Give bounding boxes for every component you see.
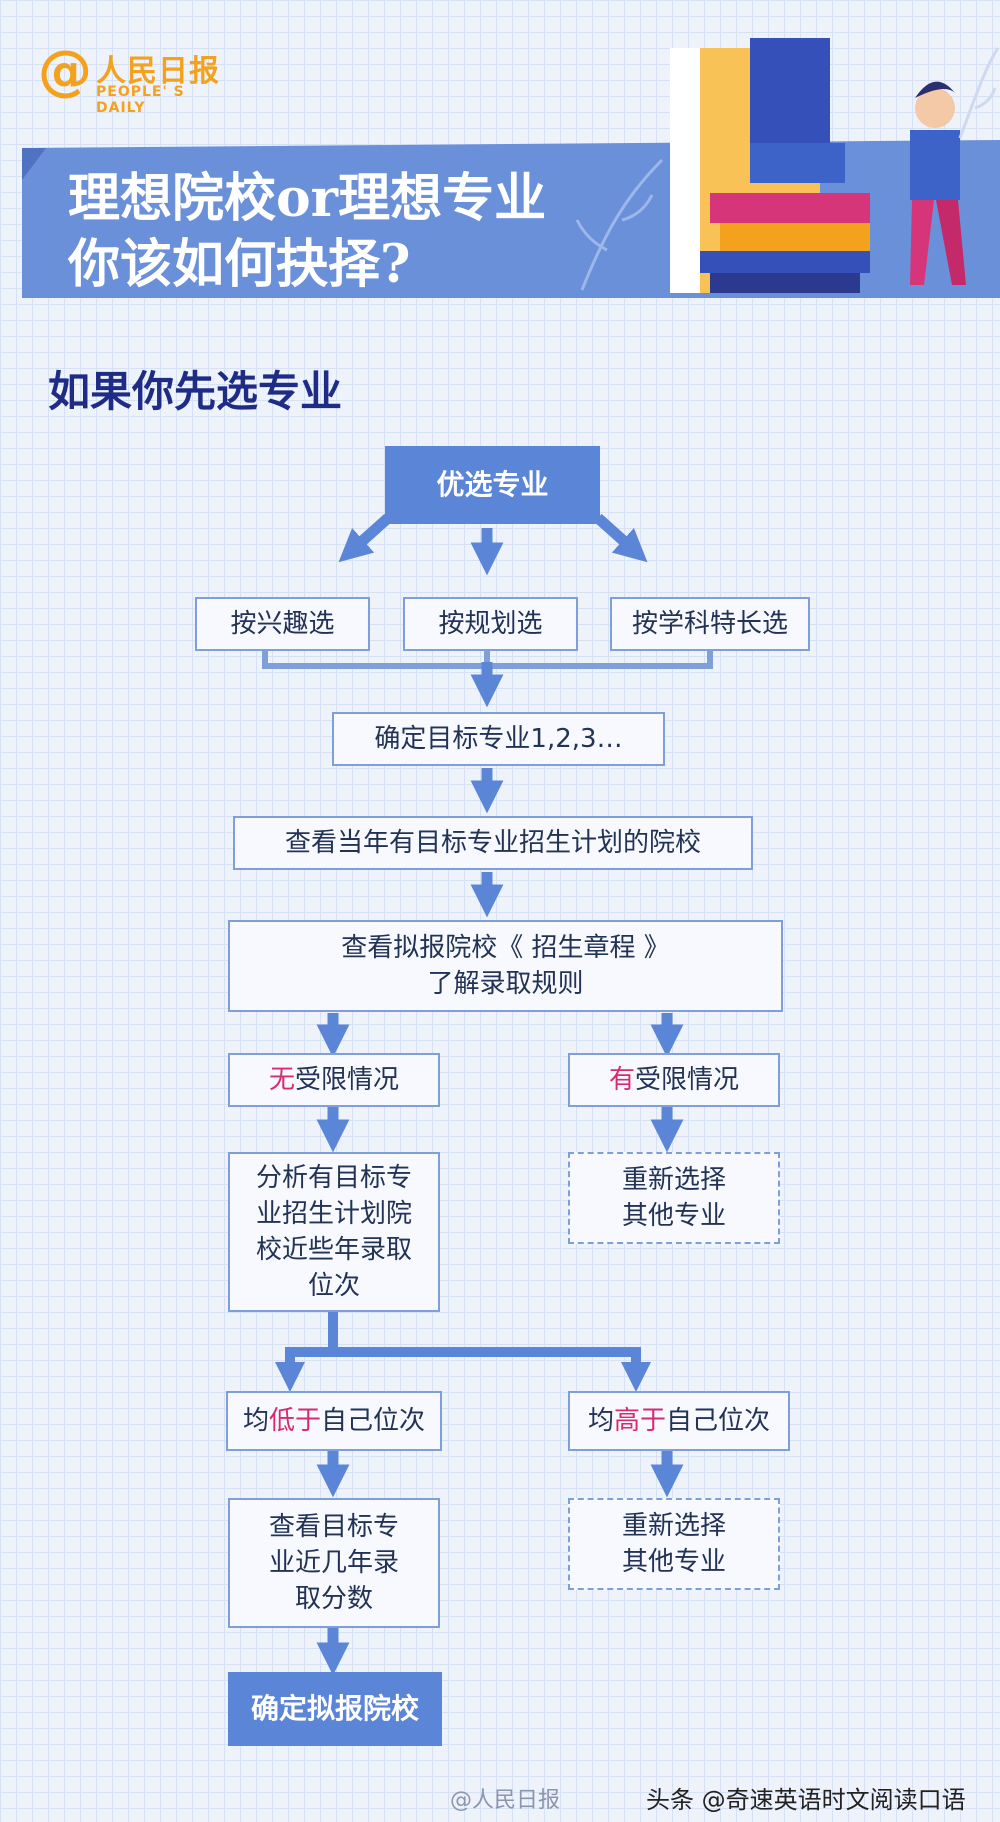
higher-prefix: 均	[587, 1406, 614, 1436]
charter-line-2: 了解录取规则	[427, 969, 584, 999]
scores-line: 业近几年录	[268, 1548, 399, 1578]
main-title-line-2: 你该如何抉择?	[68, 234, 411, 295]
lower-suffix: 自己位次	[321, 1406, 426, 1436]
charter-line-1: 查看拟报院校《 招生章程 》	[341, 933, 670, 963]
final-confirm-schools: 确定拟报院校	[228, 1672, 442, 1746]
reselect-other-major-1: 重新选择 其他专业	[568, 1152, 780, 1244]
books-student-illustration	[670, 38, 1000, 293]
restricted-text: 受限情况	[635, 1065, 740, 1095]
option-by-subject-strength: 按学科特长选	[610, 597, 810, 651]
lower-highlight: 低于	[268, 1406, 321, 1436]
restricted-highlight: 有	[608, 1065, 635, 1095]
weibo-watermark: @人民日报	[450, 1788, 561, 1813]
unrestricted-text: 受限情况	[295, 1065, 400, 1095]
analyze-line: 位次	[307, 1271, 360, 1301]
start-node-preferred-major: 优选专业	[385, 446, 600, 524]
scores-line: 查看目标专	[268, 1512, 399, 1542]
check-admission-charter: 查看拟报院校《 招生章程 》 了解录取规则	[228, 920, 783, 1012]
at-logo-icon: @	[38, 39, 92, 102]
toutiao-watermark: 头条 @奇速英语时文阅读口语	[646, 1786, 966, 1814]
main-title-line-1: 理想院校or理想专业	[68, 168, 547, 229]
reselect-line: 重新选择	[621, 1165, 726, 1195]
check-schools-with-plans: 查看当年有目标专业招生计划的院校	[233, 816, 753, 870]
analyze-line: 业招生计划院	[255, 1199, 412, 1229]
all-higher-than-own-rank: 均高于自己位次	[568, 1391, 790, 1451]
unrestricted-case: 无受限情况	[228, 1053, 440, 1107]
lower-prefix: 均	[242, 1406, 269, 1436]
peoples-daily-logo: @ 人民日报 PEOPLE' S DAILY	[38, 39, 238, 117]
unrestricted-highlight: 无	[268, 1065, 295, 1095]
higher-highlight: 高于	[613, 1406, 666, 1436]
analyze-admission-ranks: 分析有目标专 业招生计划院 校近些年录取 位次	[228, 1152, 440, 1312]
reselect-line: 其他专业	[621, 1201, 726, 1231]
option-by-plan: 按规划选	[403, 597, 578, 651]
reselect-line: 其他专业	[621, 1547, 726, 1577]
logo-english-text: PEOPLE' S DAILY	[96, 84, 185, 116]
analyze-line: 校近些年录取	[255, 1235, 412, 1265]
analyze-line: 分析有目标专	[255, 1163, 412, 1193]
confirm-target-majors: 确定目标专业1,2,3…	[332, 712, 665, 766]
restricted-case: 有受限情况	[568, 1053, 780, 1107]
logo-chinese-text: 人民日报	[96, 54, 220, 89]
option-by-interest: 按兴趣选	[195, 597, 370, 651]
all-lower-than-own-rank: 均低于自己位次	[226, 1391, 442, 1451]
reselect-line: 重新选择	[621, 1511, 726, 1541]
section-title: 如果你先选专业	[48, 367, 343, 416]
check-recent-admission-scores: 查看目标专 业近几年录 取分数	[228, 1498, 440, 1628]
scores-line: 取分数	[294, 1584, 373, 1614]
higher-suffix: 自己位次	[666, 1406, 771, 1436]
reselect-other-major-2: 重新选择 其他专业	[568, 1498, 780, 1590]
